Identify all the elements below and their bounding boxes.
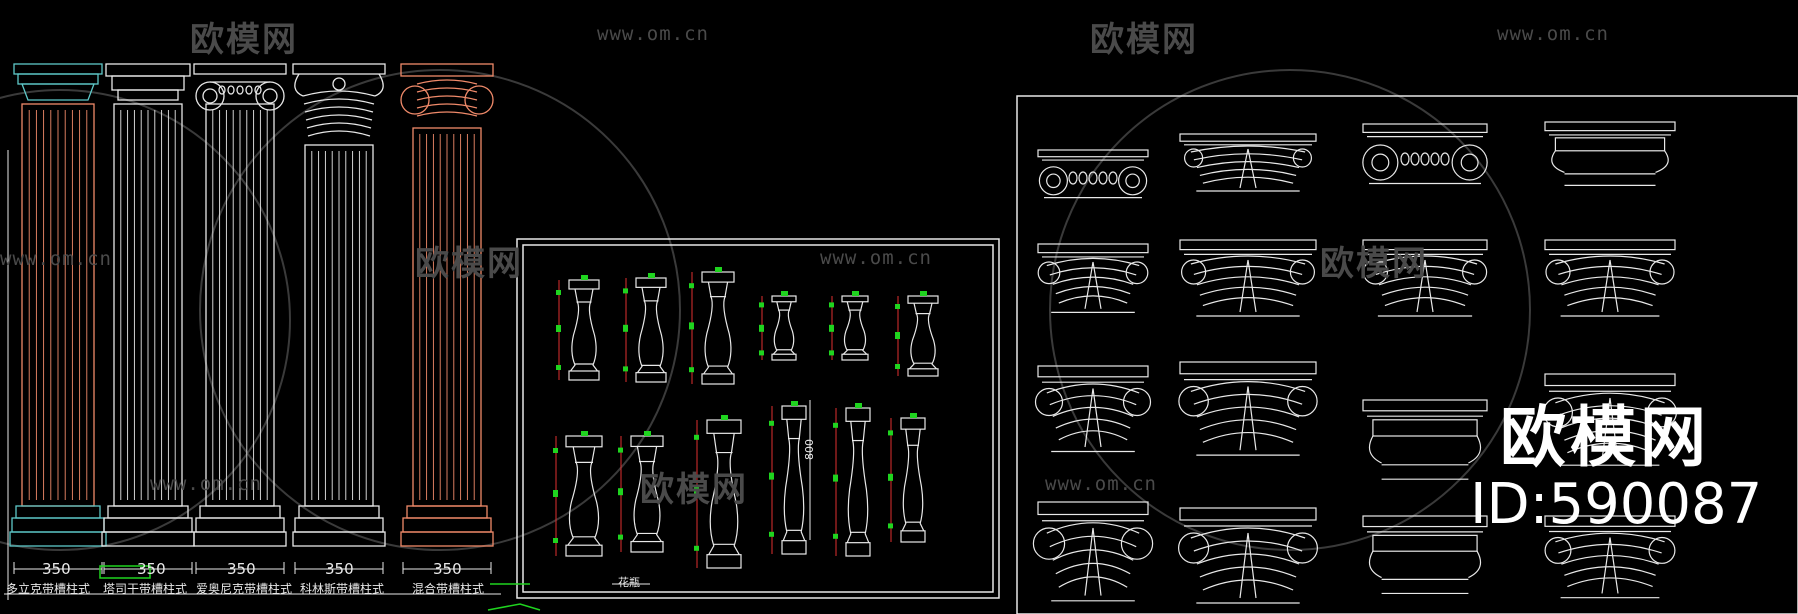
baluster-7: [553, 431, 603, 557]
baluster-1: [556, 275, 600, 381]
capital-13: [1032, 501, 1154, 602]
column-5-dimension: 350: [433, 560, 462, 578]
capital-6: [1179, 239, 1317, 317]
column-1: [4, 63, 112, 595]
watermark-arcs: [0, 69, 1531, 551]
column-3-dimension: 350: [227, 560, 256, 578]
watermark-url-5: www.om.cn: [1045, 473, 1157, 495]
column-2-dimension: 350: [137, 560, 166, 578]
capital-1: [1037, 149, 1149, 199]
baluster-2: [623, 273, 667, 383]
watermark-brand-1: 欧模网: [190, 20, 298, 60]
capital-3: [1362, 123, 1488, 185]
capital-9: [1034, 365, 1152, 453]
column-orders: [4, 63, 501, 600]
watermark-url-3: www.om.cn: [820, 247, 932, 269]
column-5-caption: 混合带槽柱式: [412, 582, 485, 596]
logo-brand: 欧模网: [1500, 399, 1710, 476]
column-4-dimension: 350: [325, 560, 354, 578]
column-4: [285, 63, 393, 595]
logo-id: ID:590087: [1470, 472, 1763, 537]
baluster-6: [895, 291, 939, 377]
baluster-drawings: [553, 267, 939, 585]
column-5: [393, 63, 501, 595]
watermark-brand-3: 欧模网: [415, 244, 523, 284]
capital-drawings: [1032, 121, 1677, 604]
watermark-brand-4: 欧模网: [1320, 244, 1428, 284]
watermark-url-1: www.om.cn: [597, 23, 709, 45]
baluster-9: [694, 415, 742, 569]
capital-4: [1544, 121, 1676, 186]
baluster-3: [689, 267, 735, 385]
watermark-brand-5: 欧模网: [640, 470, 748, 510]
capital-12: [1542, 373, 1677, 466]
watermark-url-6: www.om.cn: [150, 473, 262, 495]
capital-7: [1362, 239, 1488, 317]
capital-15: [1362, 515, 1488, 595]
baluster-8: [618, 431, 664, 553]
baluster-12: [888, 413, 926, 543]
capital-11: [1362, 399, 1488, 480]
bottom-green-marks: [99, 565, 541, 611]
capital-10: [1178, 361, 1318, 456]
baluster-height-dimension: 800: [803, 439, 816, 460]
watermark-url-4: www.om.cn: [0, 248, 112, 270]
baluster-4: [759, 291, 797, 361]
watermark-brand-2: 欧模网: [1090, 20, 1198, 60]
column-2: [94, 63, 202, 595]
capital-8: [1544, 239, 1676, 317]
baluster-10: [769, 401, 807, 555]
column-3: [186, 63, 294, 595]
column-2-caption: 塔司干带槽柱式: [103, 582, 188, 596]
column-4-caption: 科林斯带槽柱式: [300, 582, 385, 596]
baluster-panel-frame: [516, 238, 1000, 599]
column-3-caption: 爱奥尼克带槽柱式: [196, 582, 293, 596]
capital-16: [1544, 515, 1676, 599]
capital-5: [1037, 243, 1149, 313]
capital-14: [1177, 507, 1319, 604]
capital-2: [1179, 133, 1317, 192]
baluster-panel-caption: 花瓶: [618, 576, 640, 589]
watermark-url-2: www.om.cn: [1497, 23, 1609, 45]
column-1-dimension: 350: [42, 560, 71, 578]
baluster-5: [829, 291, 869, 361]
capital-panel-frame: [1016, 95, 1798, 614]
column-1-caption: 多立克带槽柱式: [6, 582, 91, 596]
baluster-11: [833, 403, 871, 557]
